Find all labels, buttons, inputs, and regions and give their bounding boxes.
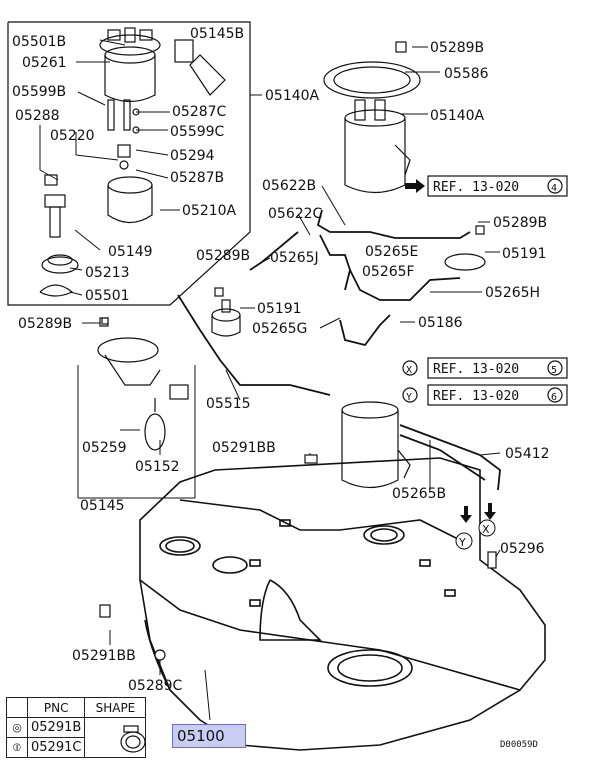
ref-5-sym: X xyxy=(406,365,412,376)
ref-4-num: 4 xyxy=(551,183,557,194)
pnc-table-blank-header xyxy=(6,697,28,718)
part-labels: 05501B 05145B 05261 05599B 05287C 05140A… xyxy=(12,26,550,694)
label-05186: 05186 xyxy=(418,315,463,331)
label-05291BB-bottom: 05291BB xyxy=(72,648,136,664)
label-05622C: 05622C xyxy=(268,206,323,222)
label-05140A-right: 05140A xyxy=(430,108,485,124)
label-05599B: 05599B xyxy=(12,84,66,100)
label-05622B: 05622B xyxy=(262,178,316,194)
label-05265H: 05265H xyxy=(485,285,540,301)
label-05515: 05515 xyxy=(206,396,251,412)
label-05287B: 05287B xyxy=(170,170,224,186)
row-pnc: 05291C xyxy=(26,737,86,758)
ref-6-sym: Y xyxy=(406,392,412,403)
label-05294: 05294 xyxy=(170,148,215,164)
label-05296: 05296 xyxy=(500,541,545,557)
pump-assembly-right xyxy=(323,41,421,194)
shape-header: SHAPE xyxy=(84,697,147,718)
ref-6-text: REF. 13-020 xyxy=(433,389,519,404)
label-05265B: 05265B xyxy=(392,486,446,502)
label-05265J: 05265J xyxy=(270,250,319,266)
label-05291BB-top: 05291BB xyxy=(212,440,276,456)
xy-markers xyxy=(455,519,496,550)
ref-4-text: REF. 13-020 xyxy=(433,180,519,195)
label-05191-left: 05191 xyxy=(257,301,302,317)
sender-unit-left xyxy=(97,317,189,451)
pnc-table: PNC SHAPE ◎ 05291B ⦶ 05291C xyxy=(6,697,147,758)
inset-frame xyxy=(7,21,251,306)
row-symbol: ⦶ xyxy=(6,737,28,758)
label-05145B: 05145B xyxy=(190,26,244,42)
fuel-lines xyxy=(177,209,501,491)
label-05213: 05213 xyxy=(85,265,130,281)
label-05149: 05149 xyxy=(108,244,153,260)
label-05501B: 05501B xyxy=(12,34,66,50)
arrows xyxy=(405,179,496,523)
label-05210A: 05210A xyxy=(182,203,237,219)
label-05289B-mid: 05289B xyxy=(493,215,547,231)
label-05289B-small: 05289B xyxy=(18,316,72,332)
label-05289B-top: 05289B xyxy=(430,40,484,56)
filter-right xyxy=(444,225,486,271)
bolts xyxy=(99,317,497,661)
label-05265E: 05265E xyxy=(365,244,418,260)
canister-middle xyxy=(341,401,411,489)
label-05501: 05501 xyxy=(85,288,130,304)
ref-5-num: 5 xyxy=(551,365,557,376)
label-05259: 05259 xyxy=(82,440,127,456)
drawing-code: D00059D xyxy=(500,740,538,750)
pump-cup-left xyxy=(211,287,241,337)
label-05145: 05145 xyxy=(80,498,125,514)
row-symbol: ◎ xyxy=(6,717,28,738)
label-05412: 05412 xyxy=(505,446,550,462)
inset-pump-parts xyxy=(39,27,226,297)
marker-y: Y xyxy=(458,536,466,549)
label-05288: 05288 xyxy=(15,108,60,124)
leader-lines xyxy=(39,39,501,721)
label-05191-right: 05191 xyxy=(502,246,547,262)
label-05289B-left: 05289B xyxy=(196,248,250,264)
highlighted-part-05100[interactable]: 05100 xyxy=(172,724,246,748)
row-pnc: 05291B xyxy=(26,717,86,738)
ref-boxes xyxy=(402,175,568,406)
label-05599C: 05599C xyxy=(170,124,225,140)
label-05265F: 05265F xyxy=(362,264,415,280)
shape-cell xyxy=(84,717,147,758)
label-05289C: 05289C xyxy=(128,678,183,694)
pnc-header: PNC xyxy=(26,697,86,718)
fuel-tank xyxy=(139,457,546,751)
label-05220: 05220 xyxy=(50,128,95,144)
label-05140A-left: 05140A xyxy=(265,88,320,104)
label-05586: 05586 xyxy=(444,66,489,82)
label-05287C: 05287C xyxy=(172,104,227,120)
label-05152: 05152 xyxy=(135,459,180,475)
marker-x: X xyxy=(482,523,490,536)
ref-5-text: REF. 13-020 xyxy=(433,362,519,377)
label-05265G: 05265G xyxy=(252,321,307,337)
label-05261: 05261 xyxy=(22,55,67,71)
ref-6-num: 6 xyxy=(551,392,557,403)
